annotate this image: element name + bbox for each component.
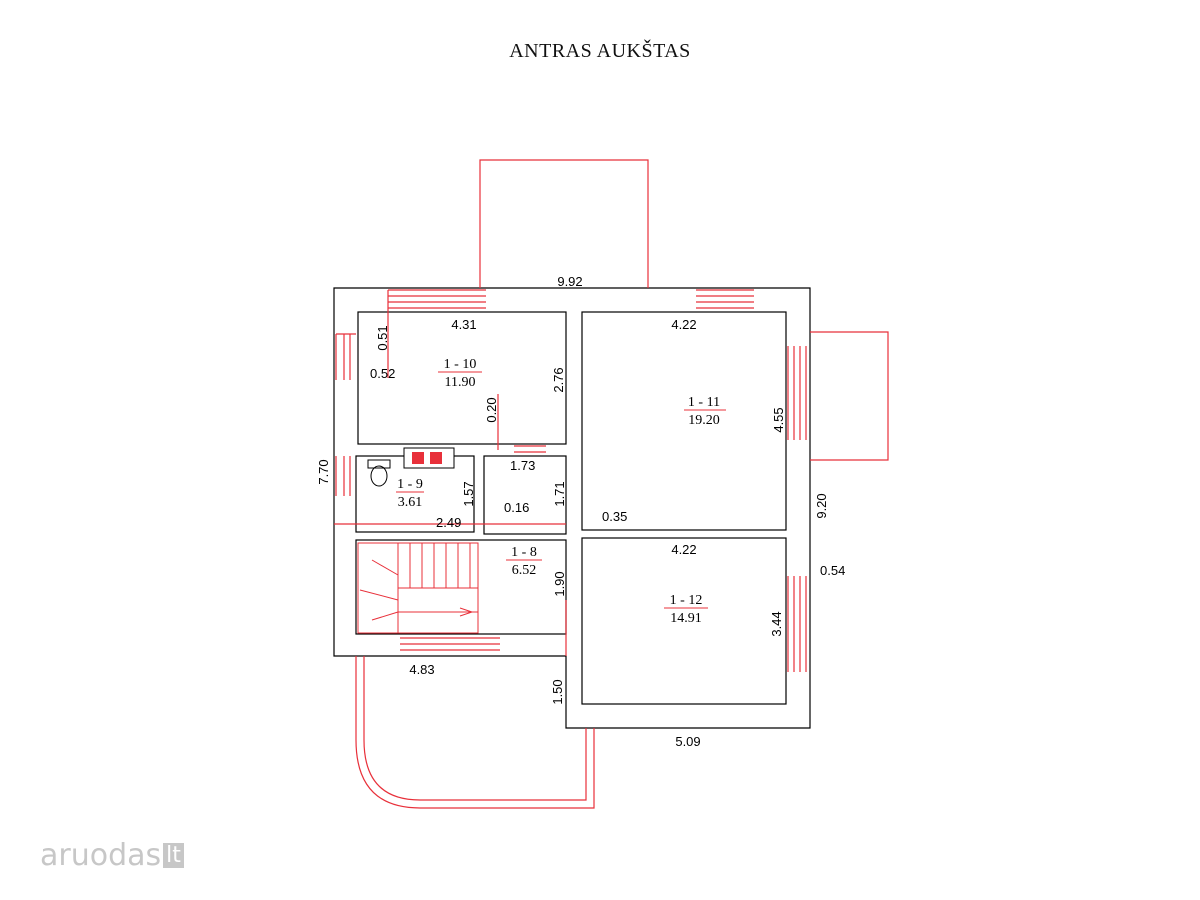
dim-bottom-right: 5.09 xyxy=(675,734,700,749)
room-11-area: 19.20 xyxy=(688,413,720,428)
watermark-brand: aruodas xyxy=(40,838,162,873)
dim-room11-width: 4.22 xyxy=(671,317,696,332)
dim-room12-width: 4.22 xyxy=(671,542,696,557)
windows xyxy=(335,289,807,672)
chimney xyxy=(403,447,455,469)
room-9-id: 1 - 9 xyxy=(397,477,423,492)
dim-wall-020: 0.20 xyxy=(484,397,499,422)
dim-right-total: 9.20 xyxy=(814,493,829,518)
room-outlines xyxy=(355,311,787,705)
room-11-id: 1 - 11 xyxy=(688,395,720,410)
room-12-area: 14.91 xyxy=(670,611,702,626)
dim-bottom-left: 4.83 xyxy=(409,662,434,677)
staircase xyxy=(357,542,479,634)
dim-hall-173: 1.73 xyxy=(510,458,535,473)
plan-title: ANTRAS AUKŠTAS xyxy=(509,40,691,62)
dim-hall-171: 1.71 xyxy=(552,481,567,506)
room-9-area: 3.61 xyxy=(398,495,423,510)
dim-wall-035: 0.35 xyxy=(602,509,627,524)
dim-room11-height: 4.55 xyxy=(771,407,786,432)
room-12-id: 1 - 12 xyxy=(670,593,703,608)
dim-wall-016: 0.16 xyxy=(504,500,529,515)
dim-overall-top: 9.92 xyxy=(557,274,582,289)
dim-wall-052: 0.52 xyxy=(370,366,395,381)
toilet-fixture xyxy=(367,459,391,487)
dim-room10-width: 4.31 xyxy=(451,317,476,332)
dimension-lines xyxy=(334,290,567,656)
dim-room9-width: 2.49 xyxy=(436,515,461,530)
dim-wall-054: 0.54 xyxy=(820,563,845,578)
watermark-suffix: lt xyxy=(163,843,184,868)
room-10-id: 1 - 10 xyxy=(444,357,477,372)
room-10-area: 11.90 xyxy=(445,375,476,390)
dim-hall-190: 1.90 xyxy=(552,571,567,596)
dim-left-total: 7.70 xyxy=(316,459,331,484)
dim-room10-height: 2.76 xyxy=(551,367,566,392)
dim-room9-height: 1.57 xyxy=(461,481,476,506)
room-8-area: 6.52 xyxy=(512,563,537,578)
terraces xyxy=(355,159,889,809)
dim-step-150: 1.50 xyxy=(550,679,565,704)
dim-room12-height: 3.44 xyxy=(769,611,784,636)
room-8-id: 1 - 8 xyxy=(511,545,537,560)
dim-wall-051: 0.51 xyxy=(375,325,390,350)
